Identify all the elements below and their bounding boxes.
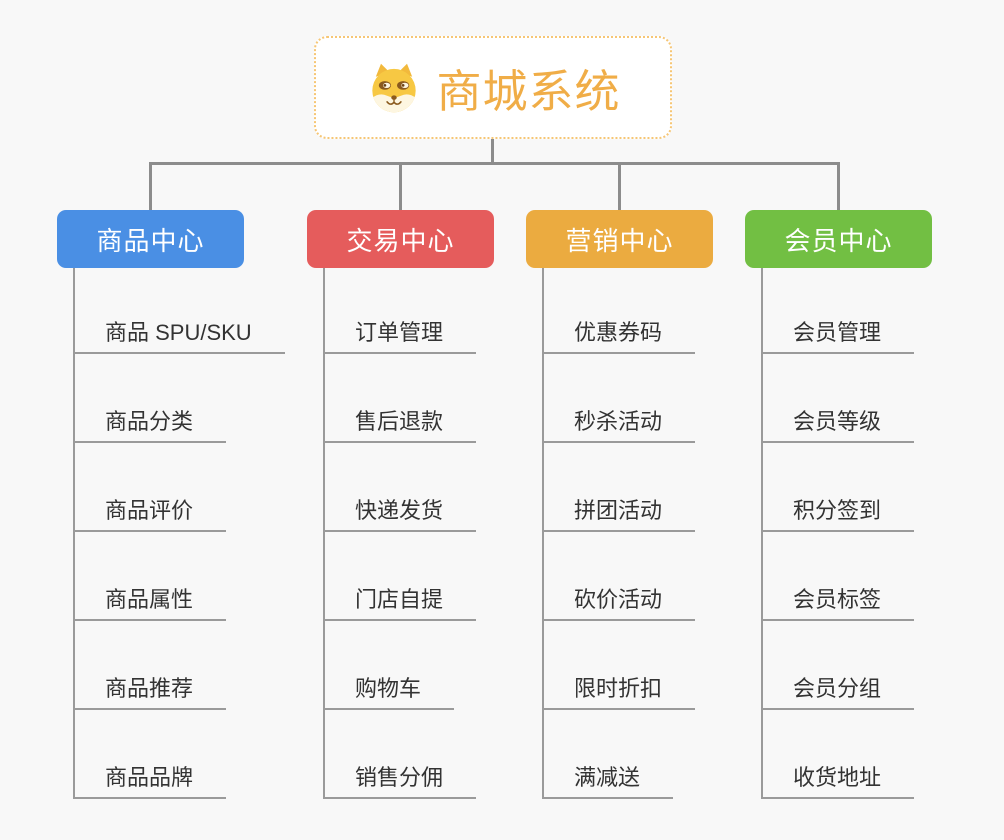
item-label: 秒杀活动 xyxy=(574,409,663,434)
connector-spine xyxy=(73,268,75,799)
item-label: 销售分佣 xyxy=(355,765,444,790)
connector-branch-drop xyxy=(149,165,152,210)
mindmap-item[interactable]: 会员标签 xyxy=(761,532,915,621)
item-label: 拼团活动 xyxy=(574,498,663,523)
connector-horizontal-bar xyxy=(149,162,840,165)
mindmap-item[interactable]: 商品评价 xyxy=(73,443,227,532)
connector-spine xyxy=(761,268,763,799)
branch-header[interactable]: 交易中心 xyxy=(307,210,494,268)
mindmap-item[interactable]: 商品分类 xyxy=(73,354,227,443)
mindmap-item[interactable]: 销售分佣 xyxy=(323,710,477,799)
connector-branch-drop xyxy=(399,165,402,210)
branch-header[interactable]: 商品中心 xyxy=(57,210,244,268)
connector-branch-drop xyxy=(618,165,621,210)
branch-children: 订单管理 售后退款 快递发货 门店自提 购物车 销售分佣 xyxy=(323,268,583,799)
branch-label: 会员中心 xyxy=(784,225,893,256)
mindmap-item[interactable]: 订单管理 xyxy=(323,268,477,354)
mindmap-item[interactable]: 砍价活动 xyxy=(542,532,696,621)
mindmap-item[interactable]: 积分签到 xyxy=(761,443,915,532)
branch-header[interactable]: 营销中心 xyxy=(526,210,713,268)
root-node[interactable]: 商城系统 xyxy=(314,36,672,139)
connector-spine xyxy=(323,268,325,799)
mindmap-item[interactable]: 满减送 xyxy=(542,710,674,799)
mindmap-item[interactable]: 商品推荐 xyxy=(73,621,227,710)
mindmap-item[interactable]: 会员等级 xyxy=(761,354,915,443)
mindmap-item[interactable]: 商品 SPU/SKU xyxy=(73,268,285,354)
item-label: 收货地址 xyxy=(793,765,882,790)
connector-branch-drop xyxy=(837,165,840,210)
branch-label: 交易中心 xyxy=(346,225,455,256)
mindmap-item[interactable]: 收货地址 xyxy=(761,710,915,799)
mindmap-item[interactable]: 快递发货 xyxy=(323,443,477,532)
connector-spine xyxy=(542,268,544,799)
branch-children: 商品 SPU/SKU 商品分类 商品评价 商品属性 商品推荐 商品品牌 xyxy=(73,268,333,799)
item-label: 砍价活动 xyxy=(574,587,663,612)
branch-children: 优惠券码 秒杀活动 拼团活动 砍价活动 限时折扣 满减送 xyxy=(542,268,802,799)
item-label: 会员标签 xyxy=(793,587,882,612)
item-label: 限时折扣 xyxy=(574,676,663,701)
item-label: 会员等级 xyxy=(793,409,882,434)
mindmap-item[interactable]: 商品属性 xyxy=(73,532,227,621)
mindmap-item[interactable]: 商品品牌 xyxy=(73,710,227,799)
item-label: 商品评价 xyxy=(105,498,194,523)
item-label: 会员管理 xyxy=(793,320,882,345)
branch-children: 会员管理 会员等级 积分签到 会员标签 会员分组 收货地址 xyxy=(761,268,1004,799)
branch-label: 营销中心 xyxy=(565,225,674,256)
item-label: 商品推荐 xyxy=(105,676,194,701)
item-label: 门店自提 xyxy=(355,587,444,612)
item-label: 会员分组 xyxy=(793,676,882,701)
item-label: 满减送 xyxy=(574,765,641,790)
item-label: 快递发货 xyxy=(355,498,444,523)
mindmap-item[interactable]: 售后退款 xyxy=(323,354,477,443)
item-label: 购物车 xyxy=(355,676,422,701)
mindmap-item[interactable]: 秒杀活动 xyxy=(542,354,696,443)
item-label: 优惠券码 xyxy=(574,320,663,345)
item-label: 商品分类 xyxy=(105,409,194,434)
branch-header[interactable]: 会员中心 xyxy=(745,210,932,268)
item-label: 积分签到 xyxy=(793,498,882,523)
item-label: 商品品牌 xyxy=(105,765,194,790)
dog-face-icon xyxy=(365,62,423,114)
mindmap-item[interactable]: 优惠券码 xyxy=(542,268,696,354)
branch-label: 商品中心 xyxy=(96,225,205,256)
mindmap-item[interactable]: 会员分组 xyxy=(761,621,915,710)
item-label: 商品 SPU/SKU xyxy=(105,320,252,345)
root-title: 商城系统 xyxy=(436,66,621,117)
item-label: 订单管理 xyxy=(355,320,444,345)
connector-root-drop xyxy=(491,139,494,163)
mindmap-item[interactable]: 购物车 xyxy=(323,621,455,710)
item-label: 商品属性 xyxy=(105,587,194,612)
mindmap-item[interactable]: 会员管理 xyxy=(761,268,915,354)
mindmap-item[interactable]: 门店自提 xyxy=(323,532,477,621)
item-label: 售后退款 xyxy=(355,409,444,434)
mindmap-item[interactable]: 拼团活动 xyxy=(542,443,696,532)
mindmap-item[interactable]: 限时折扣 xyxy=(542,621,696,710)
